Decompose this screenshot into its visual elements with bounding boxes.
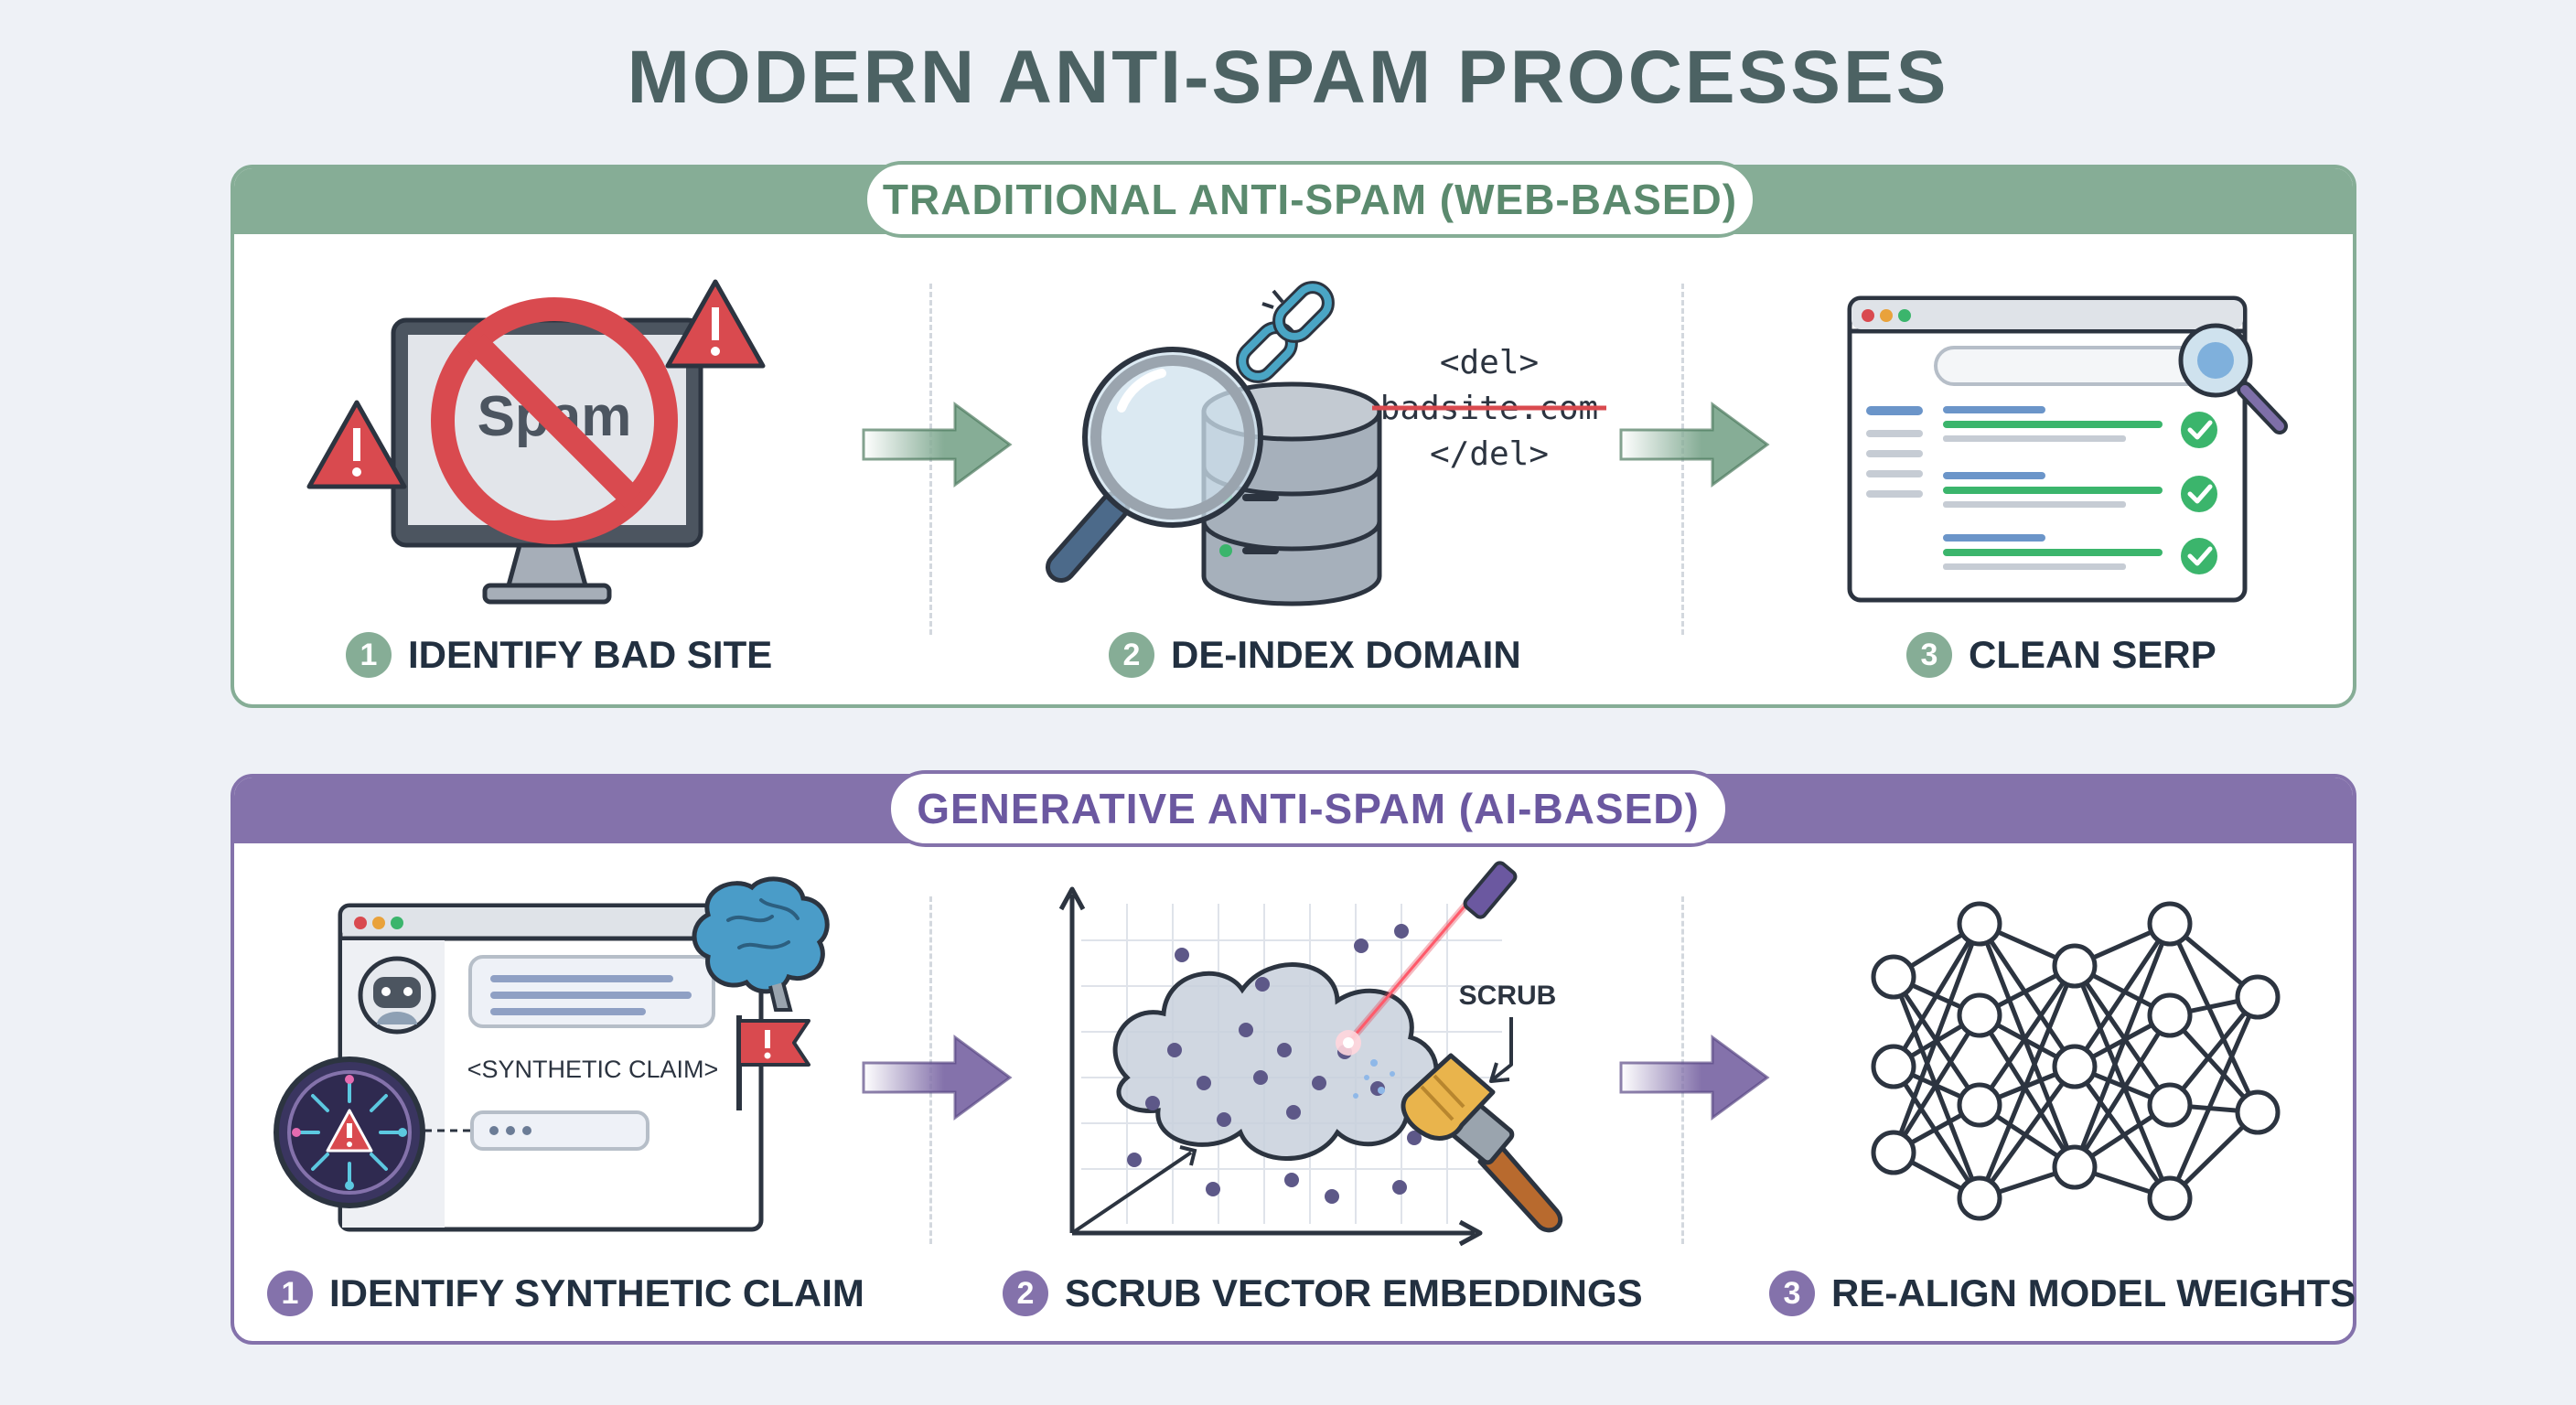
step-realign-model-weights: 3 RE-ALIGN MODEL WEIGHTS [1769,1266,2356,1321]
step-number: 2 [1109,632,1154,678]
arrow-right-icon [1619,402,1770,488]
step-identify-bad-site: 1 IDENTIFY BAD SITE [346,627,772,682]
magnifier-icon [2178,323,2288,434]
arrow-right-icon [862,402,1013,488]
laser-icon [1336,861,1518,1056]
step-label: SCRUB VECTOR EMBEDDINGS [1065,1271,1643,1314]
clean-serp-illustration [1847,295,2288,603]
warning-icon [326,1109,373,1153]
chat-line [490,1008,646,1015]
step-number: 1 [267,1271,313,1316]
sidebar-line [1866,470,1923,477]
typing-bubble [470,1110,649,1151]
sidebar-line [1866,430,1923,437]
chat-line [490,975,673,982]
checkmark-icon [2181,538,2217,574]
trend-arrow [1070,1145,1197,1235]
step-number: 2 [1003,1271,1048,1316]
result-item [1943,406,2163,442]
step-label: CLEAN SERP [1969,633,2216,676]
step-number: 3 [1769,1271,1815,1316]
sidebar-line [1866,450,1923,457]
step-label: IDENTIFY SYNTHETIC CLAIM [329,1271,864,1314]
warning-icon [665,279,766,369]
page-title: MODERN ANTI-SPAM PROCESSES [627,36,1949,119]
synthetic-claim-text: <SYNTHETIC CLAIM> [467,1056,719,1083]
scrub-embeddings-illustration: SCRUB [1058,861,1563,1247]
del-close-tag: </del> [1430,435,1549,473]
generative-heading: GENERATIVE ANTI-SPAM (AI-BASED) [887,770,1729,847]
sidebar-line [1866,490,1923,498]
result-item [1943,534,2163,570]
checkmark-icon [2181,476,2217,512]
step-number: 3 [1906,632,1952,678]
paintbrush-icon [1401,1053,1563,1233]
step-identify-synthetic-claim: 1 IDENTIFY SYNTHETIC CLAIM [267,1266,864,1321]
arrow-right-icon [862,1035,1013,1121]
step-number: 1 [346,632,392,678]
chain-link-icon [1236,281,1335,383]
scrub-label: SCRUB [1459,981,1557,1011]
brain-icon [692,876,830,1012]
scrub-arrow [1489,1017,1513,1083]
arrow-right-icon [1619,1035,1770,1121]
step-deindex-domain: 2 DE-INDEX DOMAIN [1109,627,1521,682]
step-scrub-vector-embeddings: 2 SCRUB VECTOR EMBEDDINGS [1003,1266,1643,1321]
no-sign-icon [431,297,678,544]
spam-monitor-illustration: Spam [306,279,766,605]
checkmark-icon [2181,412,2217,448]
embedding-cloud [1112,962,1439,1161]
neural-network-icon [1871,901,2281,1221]
step-label: DE-INDEX DOMAIN [1171,633,1521,676]
spray-particles [1353,1059,1395,1099]
step-clean-serp: 3 CLEAN SERP [1906,627,2216,682]
chat-line [490,992,692,999]
traditional-heading: TRADITIONAL ANTI-SPAM (WEB-BASED) [864,161,1756,238]
step-label: RE-ALIGN MODEL WEIGHTS [1831,1271,2356,1314]
del-open-tag: <del> [1440,344,1539,381]
warning-icon [306,400,407,489]
result-item [1943,472,2163,508]
robot-icon [358,956,436,1035]
synthetic-claim-illustration: <SYNTHETIC CLAIM> [274,876,830,1232]
deindex-illustration: <del> badsite.com </del> [1046,281,1606,606]
flag-icon [736,1015,810,1110]
sidebar-line [1866,406,1923,415]
network-nodes [1871,901,2281,1221]
step-label: IDENTIFY BAD SITE [408,633,773,676]
embedding-points [1127,924,1422,1204]
magnifier-icon [1046,347,1263,583]
